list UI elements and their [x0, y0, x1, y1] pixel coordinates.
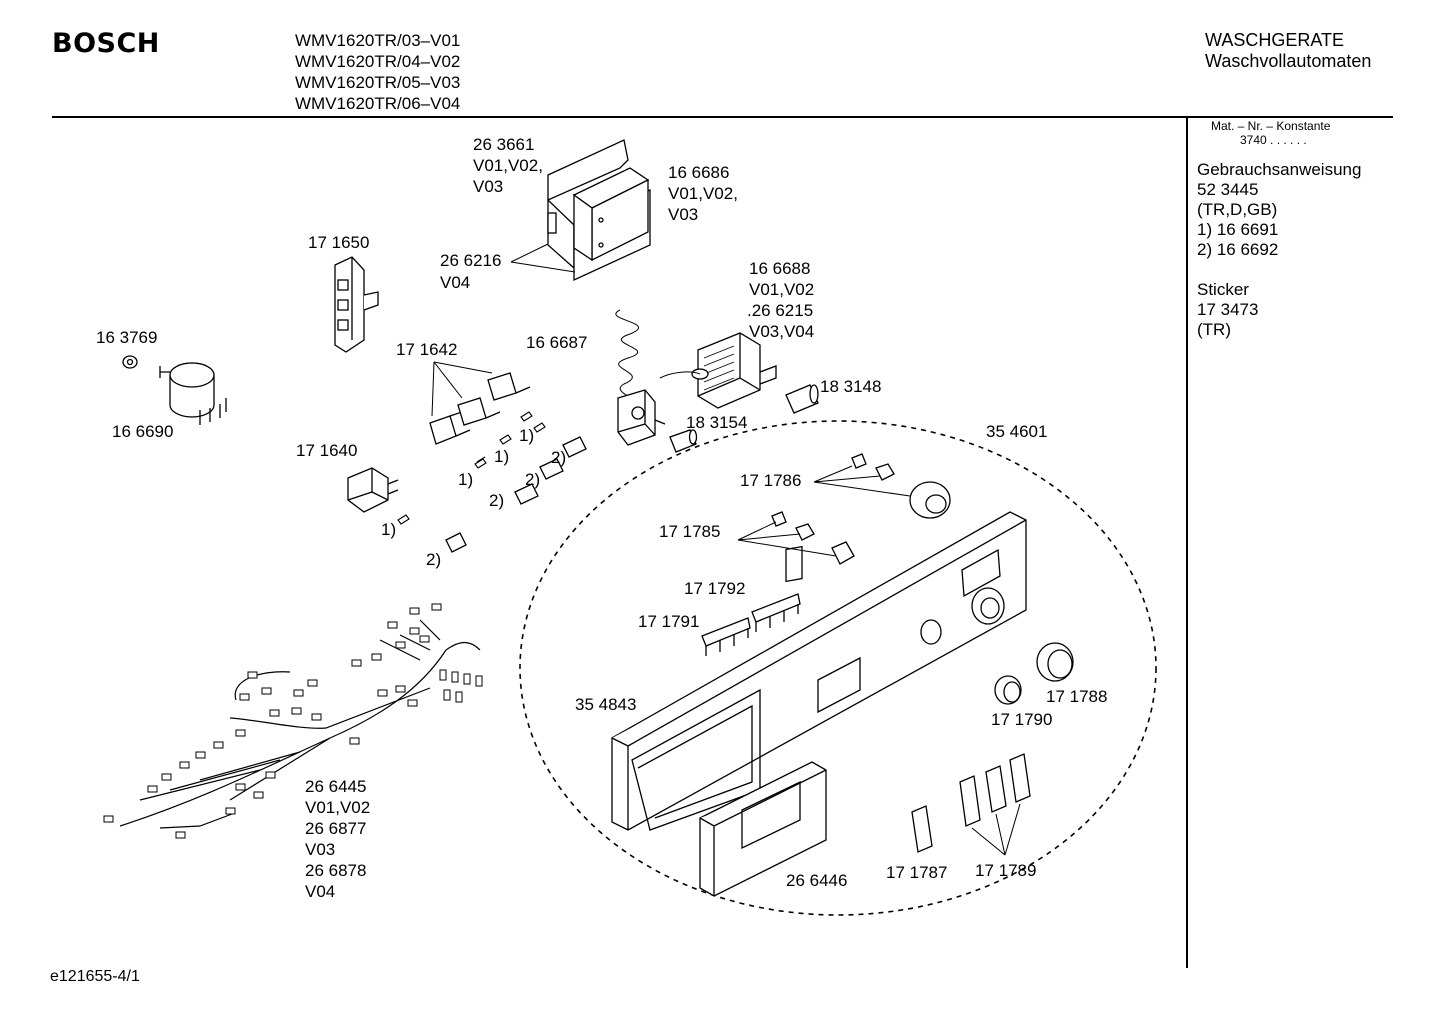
leader-line: [510, 243, 576, 273]
part-label: 26 3661: [473, 135, 534, 154]
part-label: 16 6688: [749, 259, 810, 278]
part-label: 35 4601: [986, 422, 1047, 441]
model-item: WMV1620TR/06–V04: [295, 94, 461, 113]
footnote-marker: 2): [426, 550, 441, 569]
drawer-handle-part: [699, 761, 827, 897]
part-label: 17 1787: [886, 863, 947, 882]
sidebar-notes: Gebrauchsanweisung 52 3445 (TR,D,GB) 1) …: [1197, 160, 1361, 340]
model-item: WMV1620TR/04–V02: [295, 52, 461, 71]
part-label: 18 3154: [686, 413, 747, 432]
capacitor-part: [159, 362, 227, 425]
part-label: 26 6878: [305, 861, 366, 880]
model-list: WMV1620TR/03–V01 WMV1620TR/04–V02 WMV162…: [295, 30, 460, 114]
part-variant-label: V01,V02: [749, 280, 814, 299]
leader-line: [971, 803, 1021, 856]
part-variant-label: V03: [305, 840, 335, 859]
part-label: 17 1642: [396, 340, 457, 359]
part-variant-label: .26 6215: [747, 301, 813, 320]
category-subtitle: Waschvollautomaten: [1205, 51, 1372, 71]
part-variant-label: V04: [305, 882, 335, 901]
material-label: Mat. – Nr. – Konstante: [1211, 119, 1331, 133]
model-item: WMV1620TR/05–V03: [295, 73, 461, 92]
part-variant-label: V03: [668, 205, 698, 224]
part-label: 17 1790: [991, 710, 1052, 729]
manual-label: Gebrauchsanweisung: [1197, 160, 1362, 179]
category-block: WASCHGERATE Waschvollautomaten: [1205, 30, 1371, 72]
footnote-marker: 2): [525, 470, 540, 489]
sticker-label: Sticker: [1197, 280, 1249, 299]
part-label: 17 1791: [638, 612, 699, 631]
part-label: 26 6446: [786, 871, 847, 890]
header-divider: [52, 116, 1393, 118]
footnote-marker: 1): [494, 447, 509, 466]
knob-part: [771, 511, 855, 565]
programmer-part: [691, 332, 777, 409]
sidebar-divider: [1186, 116, 1188, 968]
part-label: 26 6216: [440, 251, 501, 270]
manual-option-1: 1) 16 6691: [1197, 220, 1279, 239]
part-label: 26 6877: [305, 819, 366, 838]
part-label: 26 6445: [305, 777, 366, 796]
nut-part: [122, 355, 138, 369]
pressure-switch-part: [334, 256, 379, 353]
part-label: 16 6687: [526, 333, 587, 352]
wire-part: [615, 309, 639, 403]
footnote-marker: 2): [489, 491, 504, 510]
brand-logo: BOSCH: [52, 28, 160, 59]
category-title: WASCHGERATE: [1205, 30, 1345, 50]
wiring-harness-part: [119, 619, 481, 829]
footnote-marker: 1): [519, 426, 534, 445]
clip-part: [701, 593, 801, 656]
leader-line: [737, 521, 837, 557]
part-label: 16 3769: [96, 328, 157, 347]
spring-part: [397, 411, 546, 525]
leader-line: [431, 361, 493, 417]
part-variant-label: V01,V02,: [473, 156, 543, 175]
manual-number: 52 3445: [1197, 180, 1259, 199]
part-label: 17 1640: [296, 441, 357, 460]
part-variant-label: V04: [440, 273, 470, 292]
control-panel-group-outline: [519, 420, 1157, 916]
part-label: 17 1786: [740, 471, 801, 490]
drawing-id: e121655-4/1: [50, 968, 140, 985]
shaft-part: [669, 384, 819, 453]
part-variant-label: V03: [473, 177, 503, 196]
part-label: 17 1792: [684, 579, 745, 598]
door-switch-part: [347, 467, 399, 513]
sticker-language: (TR): [1197, 320, 1231, 339]
leader-line: [813, 465, 911, 497]
manual-languages: (TR,D,GB): [1197, 200, 1278, 219]
part-label: 17 1788: [1046, 687, 1107, 706]
part-label: 17 1650: [308, 233, 369, 252]
button-cap-part: [445, 436, 587, 553]
part-variant-label: V03,V04: [749, 322, 814, 341]
knob-part: [994, 642, 1074, 705]
part-variant-label: V01,V02,: [668, 184, 738, 203]
material-number-block: Mat. – Nr. – Konstante 3740 . . . . . .: [1211, 119, 1330, 147]
part-label: 17 1789: [975, 861, 1036, 880]
manual-option-2: 2) 16 6692: [1197, 240, 1279, 259]
part-label: 35 4843: [575, 695, 636, 714]
footnote-marker: 1): [381, 520, 396, 539]
switch-part: [429, 372, 531, 445]
part-variant-label: V01,V02: [305, 798, 370, 817]
model-item: WMV1620TR/03–V01: [295, 31, 461, 50]
push-button-part: [911, 753, 1031, 853]
control-panel-part: [611, 511, 1027, 831]
part-label: 18 3148: [820, 377, 881, 396]
motor-part: [617, 389, 666, 446]
wire-part: [659, 371, 701, 379]
sticker-number: 17 3473: [1197, 300, 1259, 319]
knob-part: [851, 453, 951, 519]
part-label: 16 6690: [112, 422, 173, 441]
material-value: 3740 . . . . . .: [1240, 133, 1307, 147]
electronic-module-part: [547, 139, 651, 282]
footnote-marker: 2): [551, 448, 566, 467]
part-label: 16 6686: [668, 163, 729, 182]
part-label: 17 1785: [659, 522, 720, 541]
footnote-marker: 1): [458, 470, 473, 489]
connector-part: [103, 603, 483, 839]
